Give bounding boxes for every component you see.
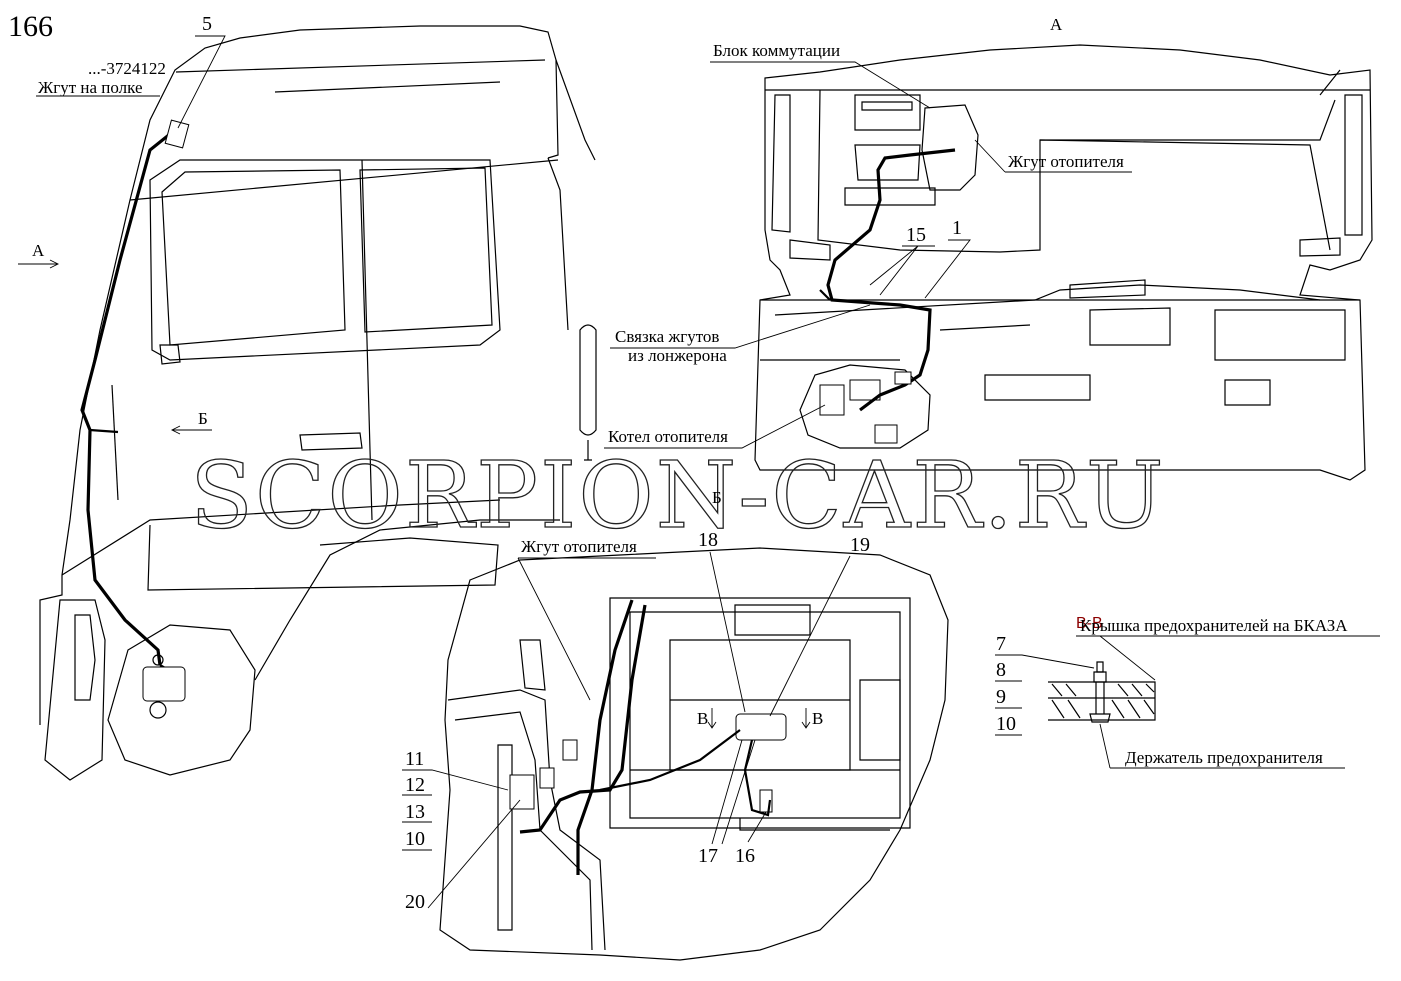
pos-17: 17: [698, 845, 718, 867]
harness-bundle-label-1: Связка жгутов: [615, 327, 719, 346]
pos-18: 18: [698, 529, 718, 551]
pos-9: 9: [996, 686, 1006, 708]
pos-20: 20: [405, 891, 425, 913]
pos-16: 16: [735, 845, 755, 867]
left-callout-stack: [402, 769, 509, 851]
section-v-left-label: В: [697, 709, 708, 728]
pos-10-right: 10: [996, 713, 1016, 735]
page-number: 166: [8, 10, 53, 43]
harness-shelf-label: Жгут на полке: [38, 78, 143, 97]
vv-callout-stack: [995, 654, 1095, 736]
pos-1: 1: [952, 217, 962, 239]
switch-block-label: Блок коммутации: [713, 41, 840, 60]
section-vv-title: В-В: [1076, 615, 1103, 632]
cylinder-part: [579, 324, 597, 461]
fuse-holder-label: Держатель предохранителя: [1125, 748, 1323, 767]
view-a-front-cab: [754, 44, 1373, 481]
cab-side-view: [36, 25, 596, 781]
pos-19: 19: [850, 534, 870, 556]
pos-7: 7: [996, 633, 1006, 655]
heater-boiler-label: Котел отопителя: [608, 427, 728, 446]
harness-code-label: ...-3724122: [88, 59, 166, 78]
pos-5: 5: [202, 13, 212, 35]
view-b-fuse-box-area: [439, 547, 949, 961]
view-b-title: Б: [712, 488, 722, 507]
view-b-arrow: [170, 425, 212, 435]
pos-8: 8: [996, 659, 1006, 681]
heater-harness-b-label: Жгут отопителя: [521, 537, 637, 556]
pos-13: 13: [405, 801, 425, 823]
harness-bundle-label-2: из лонжерона: [628, 346, 727, 365]
pos-15: 15: [906, 224, 926, 246]
view-a-arrow-label: А: [32, 241, 45, 260]
heater-harness-a-label: Жгут отопителя: [1008, 152, 1124, 171]
section-v-right-label: В: [812, 709, 823, 728]
pos-12: 12: [405, 774, 425, 796]
fuse-cover-label: Крышка предохранителей на БКАЗА: [1080, 616, 1348, 635]
section-vv-detail: [1048, 661, 1156, 723]
pos-10-left: 10: [405, 828, 425, 850]
pos-11: 11: [405, 748, 424, 770]
view-b-arrow-label: Б: [198, 409, 208, 428]
view-a-arrow: [18, 259, 60, 269]
view-a-title: А: [1050, 15, 1063, 34]
watermark: SCORPION-CAR.RU: [190, 442, 1166, 549]
